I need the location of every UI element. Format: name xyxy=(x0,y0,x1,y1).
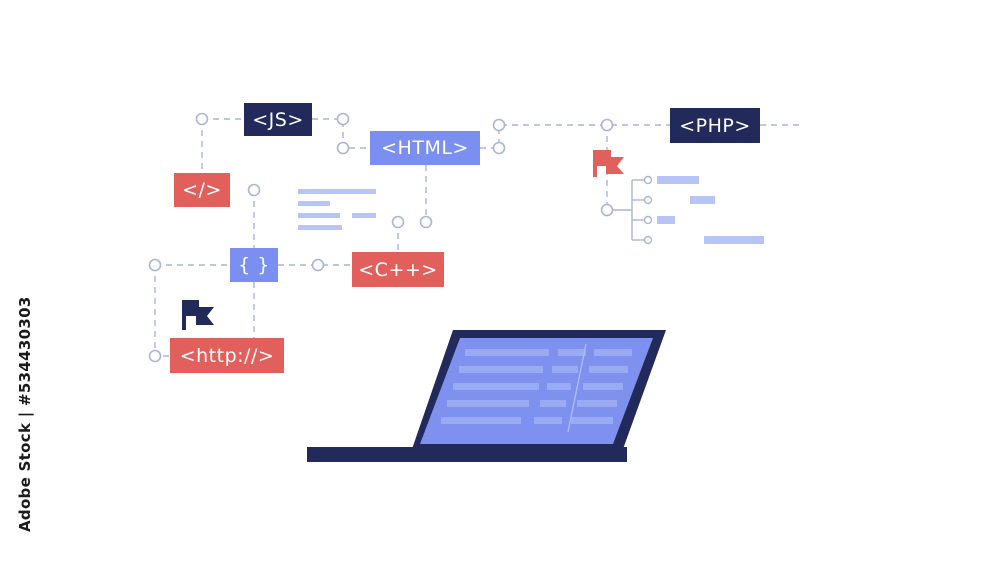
laptop-icon xyxy=(307,330,666,462)
stock-id-text: Adobe Stock | #534430303 xyxy=(16,296,34,532)
tree-diagram-icon xyxy=(612,175,764,245)
close-tag-badge: </> xyxy=(174,173,230,207)
html-tag: <HTML> xyxy=(370,131,480,165)
flag-icon xyxy=(182,300,214,330)
cpp-tag: <C++> xyxy=(352,252,444,287)
code-lines-center xyxy=(298,189,376,230)
flag-icon xyxy=(593,150,624,177)
js-tag: <JS> xyxy=(244,103,312,136)
connector-nodes xyxy=(148,112,614,363)
php-tag: <PHP> xyxy=(670,108,760,143)
http-tag: <http://> xyxy=(170,338,284,373)
braces-tag: { } xyxy=(230,248,278,282)
